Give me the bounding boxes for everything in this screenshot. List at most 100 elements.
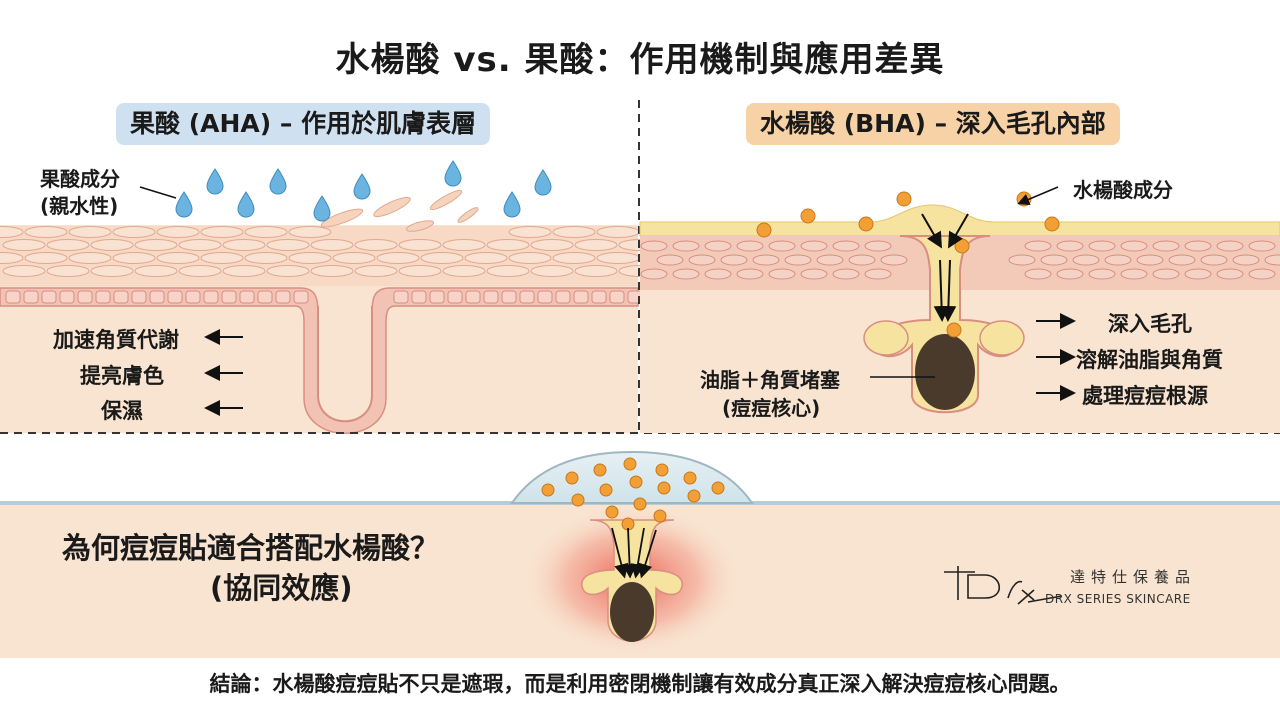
patch-section xyxy=(0,450,1280,658)
basal-cell xyxy=(465,290,481,304)
skin-cell xyxy=(1168,254,1196,266)
skin-cell xyxy=(1088,240,1116,252)
clog-core xyxy=(610,582,654,642)
skin-cell xyxy=(2,239,46,251)
skin-cell xyxy=(200,252,244,264)
skin-cell xyxy=(1040,254,1068,266)
basal-cell xyxy=(483,290,499,304)
skin-cell xyxy=(816,254,844,266)
skin-cell xyxy=(672,268,700,280)
aha-ingredient-label: 果酸成分 xyxy=(40,167,120,191)
basal-cell xyxy=(447,290,463,304)
skin-cell xyxy=(864,240,892,252)
penetration-arrow xyxy=(947,213,969,249)
skin-cell xyxy=(178,265,222,277)
skin-cell xyxy=(1136,254,1164,266)
bha-effect-label: 溶解油脂與角質 xyxy=(1076,348,1223,372)
bha-particle xyxy=(1044,216,1060,232)
ingredient-pointer xyxy=(139,186,177,199)
patch-particle xyxy=(711,481,725,495)
patch-particle xyxy=(571,493,585,507)
skin-cell xyxy=(880,254,908,266)
patch-particle xyxy=(623,457,637,471)
skin-cell xyxy=(1152,240,1180,252)
skin-cell xyxy=(768,268,796,280)
clog-label: 油脂＋角質堵塞 xyxy=(700,368,840,392)
basal-cell xyxy=(591,290,607,304)
aha-benefit-label: 保濕 xyxy=(101,399,143,423)
aha-droplet xyxy=(353,173,371,200)
skin-cell xyxy=(288,252,332,264)
basal-cell xyxy=(221,290,237,304)
basal-cell xyxy=(257,290,273,304)
skin-cell xyxy=(530,239,574,251)
skin-cell xyxy=(24,226,68,238)
aha-benefit-label: 加速角質代謝 xyxy=(53,328,179,352)
skin-cell xyxy=(0,226,24,238)
skin-cell xyxy=(800,240,828,252)
penetration-arrow xyxy=(638,529,657,579)
bha-particle xyxy=(954,238,970,254)
skin-cell xyxy=(310,265,354,277)
skin-cell xyxy=(552,226,596,238)
basal-cell xyxy=(239,290,255,304)
basal-cell xyxy=(573,290,589,304)
page-title: 水楊酸 vs. 果酸：作用機制與應用差異 xyxy=(335,40,945,80)
skin-cell xyxy=(1008,254,1036,266)
patch-particle xyxy=(653,509,667,523)
skin-cell xyxy=(1200,254,1228,266)
penetration-arrow xyxy=(622,527,637,579)
skin-cell xyxy=(1184,240,1212,252)
skin-cell xyxy=(266,239,310,251)
skin-cell xyxy=(288,226,332,238)
skin-cell xyxy=(596,252,640,264)
skin-cell xyxy=(1104,254,1132,266)
skin-cell xyxy=(704,268,732,280)
skin-cell xyxy=(530,265,574,277)
brand-name-en: DRX SERIES SKINCARE xyxy=(1045,592,1191,606)
skin-cell xyxy=(156,252,200,264)
skin-cell xyxy=(508,226,552,238)
skin-cell xyxy=(1024,268,1052,280)
aha-skin-section xyxy=(0,160,662,434)
skin-cell xyxy=(222,265,266,277)
basal-cell xyxy=(293,290,309,304)
skin-cell xyxy=(720,254,748,266)
bha-skin-section xyxy=(639,186,1280,433)
bha-particle xyxy=(756,222,772,238)
skin-cell xyxy=(376,252,420,264)
aha-droplet xyxy=(534,169,552,196)
aha-droplet xyxy=(175,191,193,218)
patch-question-line: 為何痘痘貼適合搭配水楊酸？ xyxy=(62,531,440,565)
basal-cell xyxy=(393,290,409,304)
patch-particle xyxy=(687,489,701,503)
skin-cell xyxy=(442,239,486,251)
penetration-arrow xyxy=(630,527,645,579)
patch-particle xyxy=(655,463,669,477)
ingredient-pointer xyxy=(1017,186,1059,206)
patch-particle xyxy=(657,481,671,495)
skin-cell xyxy=(178,239,222,251)
basal-cell xyxy=(275,290,291,304)
penetration-arrow xyxy=(921,213,943,249)
patch-question: 為何痘痘貼適合搭配水楊酸？ (協同效應) xyxy=(62,528,439,608)
aha-benefit-label: 提亮膚色 xyxy=(80,364,164,388)
skin-cell xyxy=(266,265,310,277)
skin-cell xyxy=(1056,240,1084,252)
skin-cell xyxy=(2,265,46,277)
skin-cell xyxy=(486,265,530,277)
bha-ingredient-label: 水楊酸成分 xyxy=(1073,178,1173,202)
skin-cell xyxy=(112,252,156,264)
skin-cell xyxy=(640,268,668,280)
skin-cell xyxy=(640,240,668,252)
patch-particle xyxy=(541,483,555,497)
patch-particle xyxy=(683,471,697,485)
bha-particle xyxy=(946,322,962,338)
skin-cell xyxy=(46,239,90,251)
basal-cell xyxy=(149,290,165,304)
skin-cell xyxy=(1088,268,1116,280)
skin-cell xyxy=(134,239,178,251)
bha-header-pill: 水楊酸 (BHA) – 深入毛孔內部 xyxy=(746,103,1120,145)
aha-droplet xyxy=(237,191,255,218)
skin-cell xyxy=(784,254,812,266)
